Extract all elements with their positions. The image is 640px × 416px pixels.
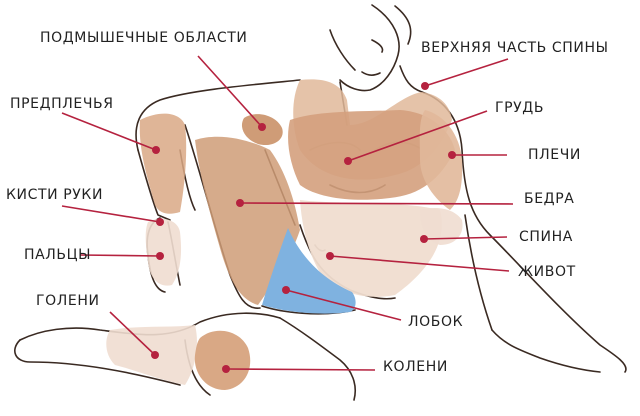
leader-line-pubis xyxy=(285,289,402,321)
label-shins: ГОЛЕНИ xyxy=(36,293,100,309)
dot-forearms xyxy=(152,146,160,154)
leader-line-armpits xyxy=(197,55,263,128)
dot-chest xyxy=(344,157,352,165)
dot-pubis xyxy=(282,286,290,294)
dot-upper-back xyxy=(421,82,429,90)
zone-forearm xyxy=(139,113,187,214)
leader-line-hands xyxy=(61,205,161,223)
leader-line-upper-back xyxy=(424,58,509,87)
label-armpits: ПОДМЫШЕЧНЫЕ ОБЛАСТИ xyxy=(40,30,248,46)
label-knees: КОЛЕНИ xyxy=(383,359,448,375)
label-pubis: ЛОБОК xyxy=(408,314,464,330)
dot-hands xyxy=(156,218,164,226)
label-chest: ГРУДЬ xyxy=(495,100,545,116)
label-fingers: ПАЛЬЦЫ xyxy=(24,247,92,263)
dot-belly xyxy=(326,252,334,260)
zone-shoulders xyxy=(419,110,463,210)
zone-back xyxy=(420,208,463,245)
zone-chest xyxy=(288,110,455,200)
label-shoulders: ПЛЕЧИ xyxy=(528,147,581,163)
leader-line-knees xyxy=(225,368,376,371)
leader-line-shins xyxy=(109,311,156,356)
leader-line-back xyxy=(423,236,508,240)
leader-lines xyxy=(61,55,514,371)
zones xyxy=(106,79,463,390)
leader-line-forearms xyxy=(61,112,157,151)
zone-knee xyxy=(194,330,251,390)
leader-line-fingers xyxy=(79,254,161,257)
label-thighs: БЕДРА xyxy=(524,191,575,207)
dot-shins xyxy=(151,351,159,359)
dot-armpits xyxy=(258,123,266,131)
leader-line-belly xyxy=(329,255,510,272)
label-hands: КИСТИ РУКИ xyxy=(6,187,104,203)
zone-belly xyxy=(300,200,442,297)
dot-back xyxy=(420,235,428,243)
leader-line-thighs xyxy=(239,202,514,205)
zone-thigh xyxy=(195,136,300,305)
label-belly: ЖИВОТ xyxy=(518,264,576,280)
label-back: СПИНА xyxy=(519,229,573,245)
dot-shoulders xyxy=(448,151,456,159)
dot-knees xyxy=(222,365,230,373)
label-forearms: ПРЕДПЛЕЧЬЯ xyxy=(10,96,114,112)
label-upper-back: ВЕРХНЯЯ ЧАСТЬ СПИНЫ xyxy=(421,40,609,56)
pointer-dots xyxy=(151,82,456,373)
dot-fingers xyxy=(156,252,164,260)
dot-thighs xyxy=(236,199,244,207)
zone-hand xyxy=(145,218,182,286)
leader-line-chest xyxy=(347,110,488,162)
